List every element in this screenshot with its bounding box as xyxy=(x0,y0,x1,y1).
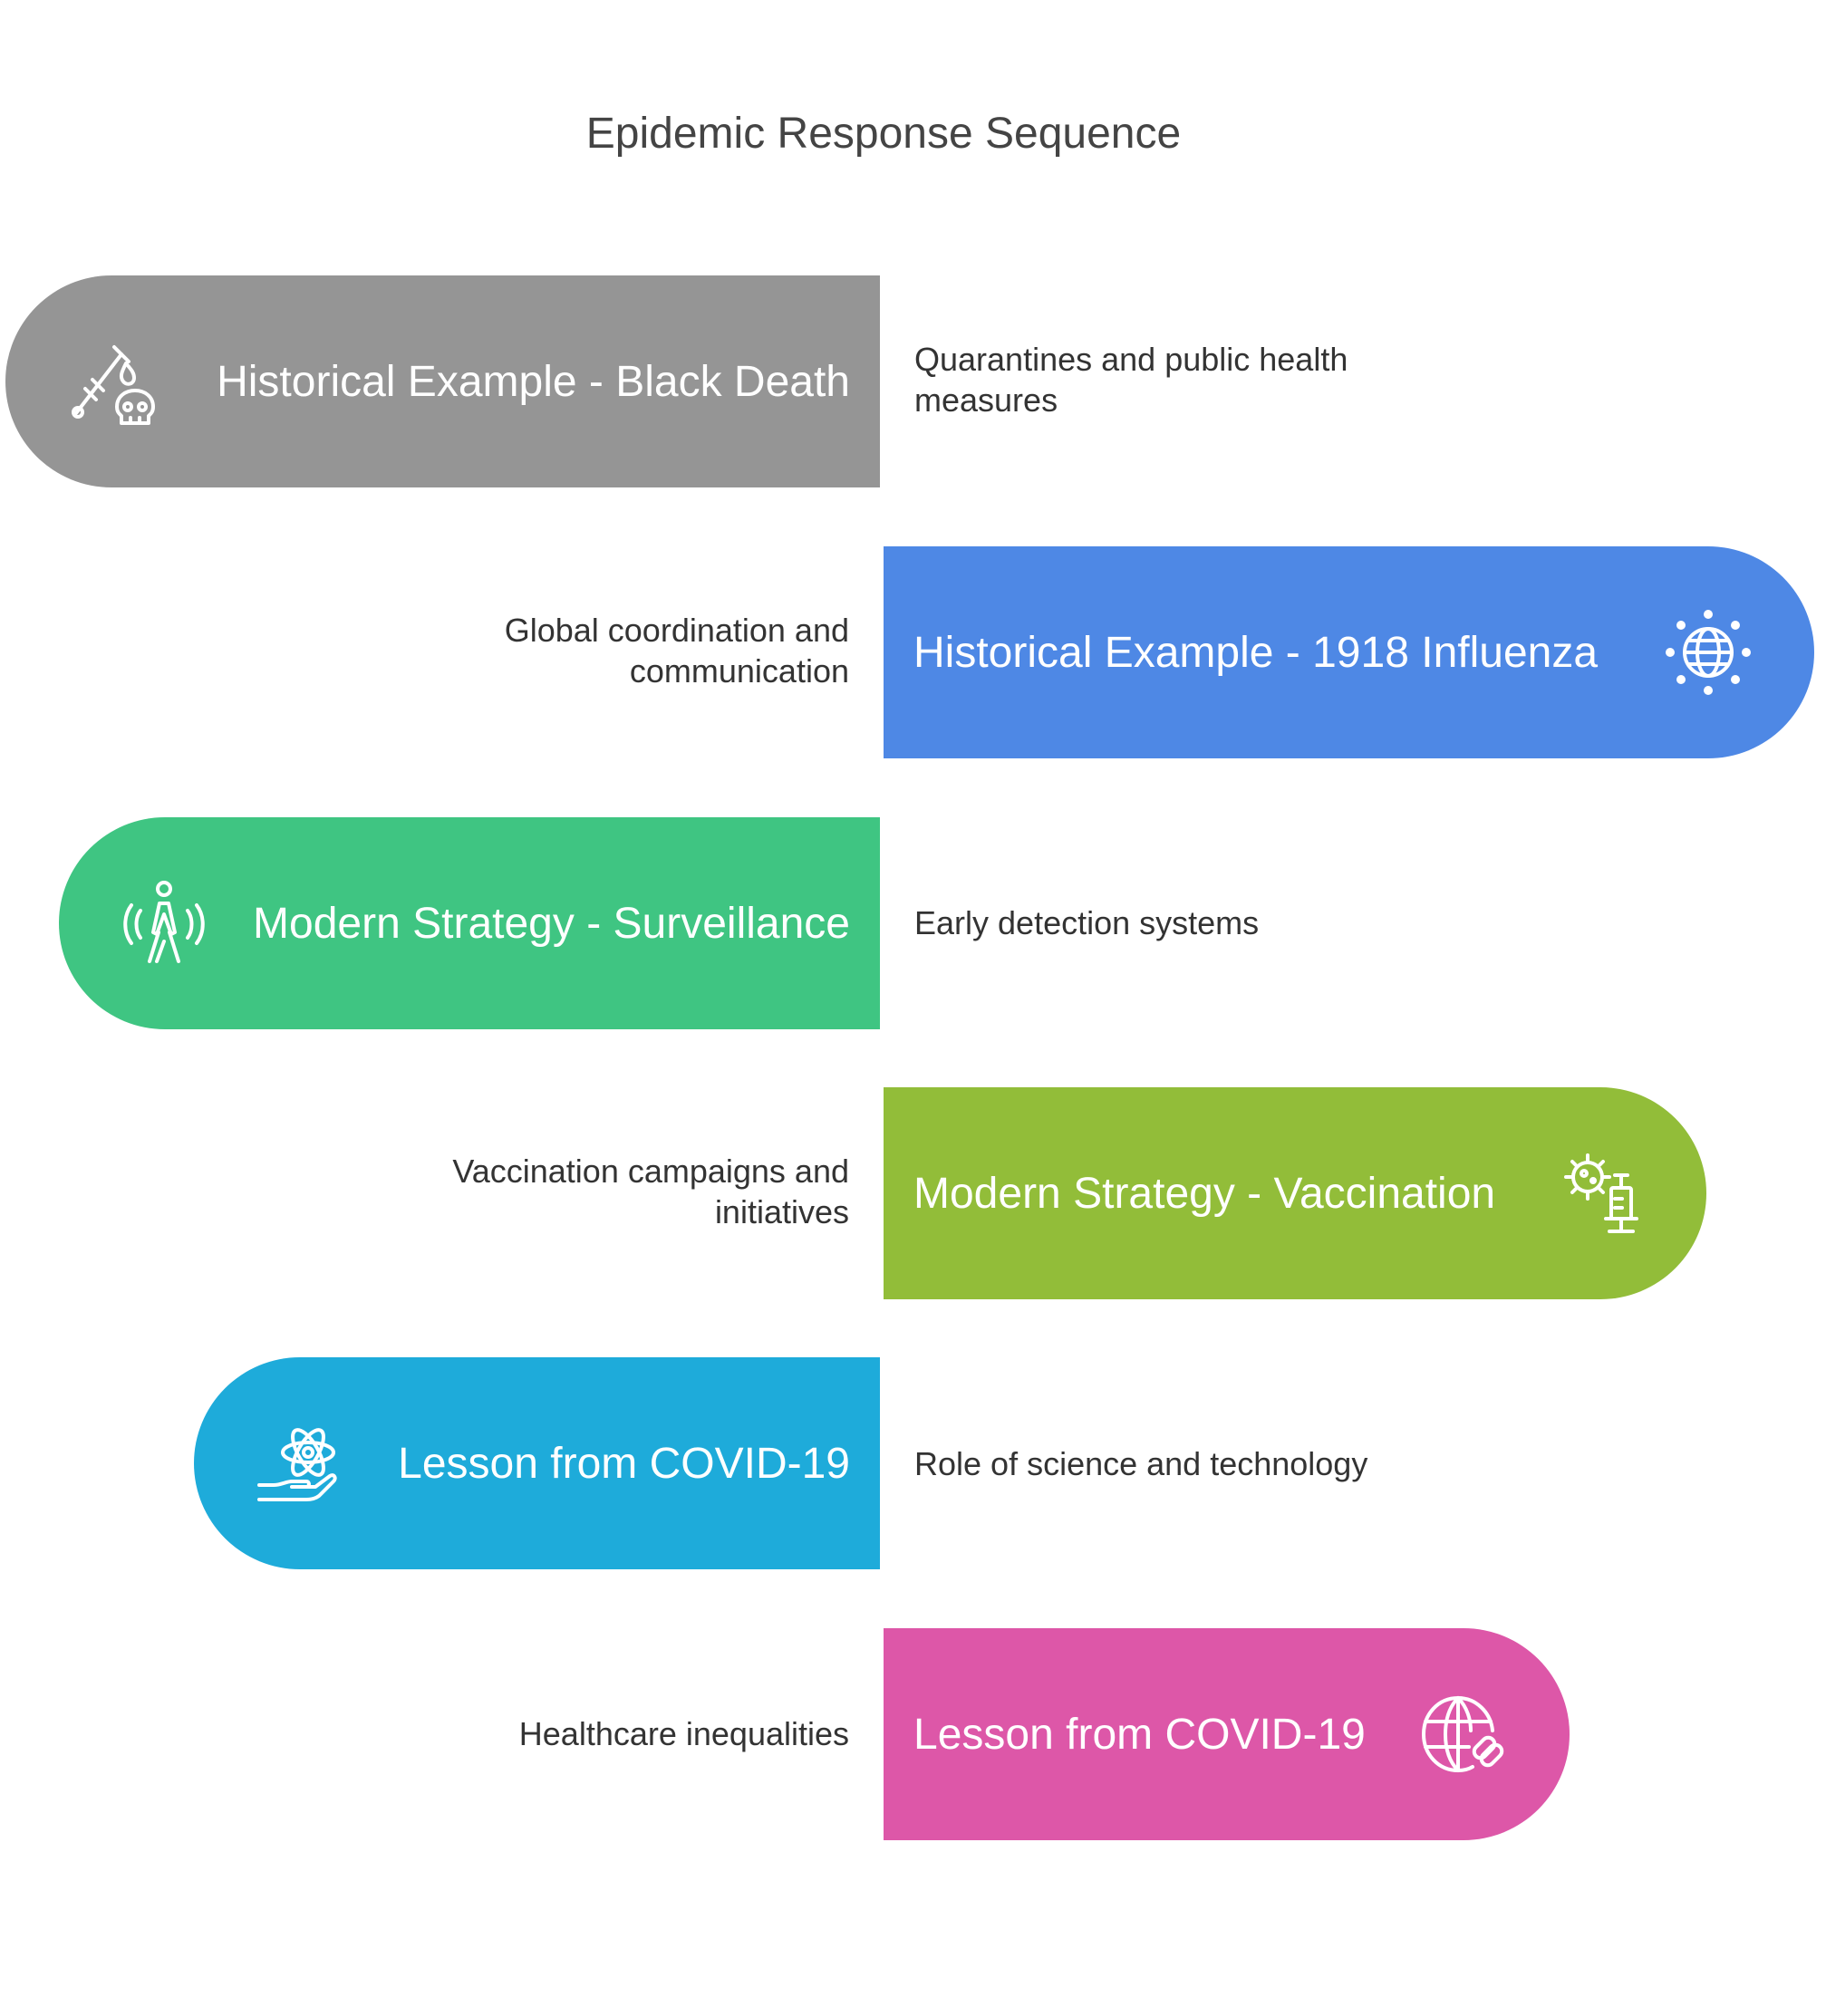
step-6-description: Healthcare inequalities xyxy=(518,1715,849,1752)
step-2-label: Historical Example - 1918 Influenza xyxy=(913,628,1599,677)
step-3-description: Early detection systems xyxy=(914,904,1260,941)
virus-vaccine-icon xyxy=(1559,1148,1649,1239)
step-2-description: Global coordination and communication xyxy=(504,612,849,690)
globe-icon xyxy=(1663,607,1754,698)
step-4-label: Modern Strategy - Vaccination xyxy=(913,1169,1496,1218)
step-4-description: Vaccination campaigns and initiatives xyxy=(452,1153,849,1230)
step-4-pill: Modern Strategy - Vaccination xyxy=(884,1087,1706,1299)
step-3-pill: Modern Strategy - Surveillance xyxy=(59,817,880,1029)
step-2-pill: Historical Example - 1918 Influenza xyxy=(884,546,1814,758)
diagram-title: Epidemic Response Sequence xyxy=(585,110,1182,158)
person-signal-icon xyxy=(119,878,209,969)
step-6-label: Lesson from COVID-19 xyxy=(913,1710,1366,1759)
step-5-pill: Lesson from COVID-19 xyxy=(194,1357,880,1569)
step-5-description: Role of science and technology xyxy=(914,1445,1368,1482)
step-1-label: Historical Example - Black Death xyxy=(217,357,850,406)
syringe-skull-icon xyxy=(67,336,158,427)
step-3-label: Modern Strategy - Surveillance xyxy=(253,899,850,948)
step-1-pill: Historical Example - Black Death xyxy=(5,275,880,487)
step-6-pill: Lesson from COVID-19 xyxy=(884,1628,1570,1840)
step-1-description: Quarantines and public health measures xyxy=(914,341,1348,419)
globe-link-icon xyxy=(1418,1689,1509,1780)
step-5-label: Lesson from COVID-19 xyxy=(398,1439,850,1488)
atom-hand-icon xyxy=(254,1418,344,1509)
